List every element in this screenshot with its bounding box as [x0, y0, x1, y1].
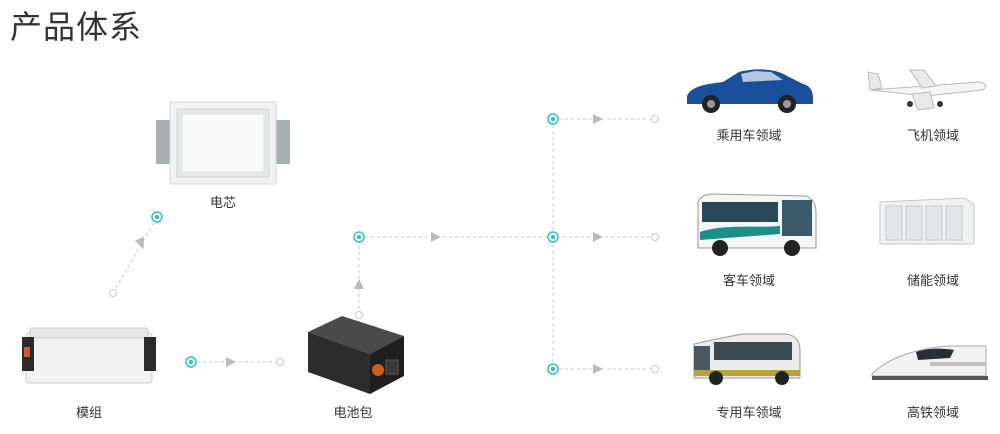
accent-node-dot	[547, 113, 559, 125]
accent-node-dot	[185, 356, 197, 368]
endpoint-dot	[355, 311, 363, 319]
field-high-speed-rail-label: 高铁领域	[906, 406, 959, 421]
endpoint-dot	[651, 365, 659, 373]
field-passenger-car-label: 乘用车领域	[716, 129, 782, 144]
arrow-up-right-icon	[134, 236, 144, 250]
node-pack-label: 电池包	[333, 406, 373, 421]
accent-node-dot	[353, 231, 365, 243]
passenger-car-image	[687, 69, 813, 113]
arrow-right-icon	[431, 232, 441, 242]
endpoint-dot	[651, 115, 659, 123]
connector-module-to-cell	[112, 216, 158, 294]
arrow-right-icon	[226, 357, 236, 367]
node-module-label: 模组	[75, 406, 102, 421]
endpoint-dot	[276, 358, 284, 366]
field-energy-storage-label: 储能领域	[906, 274, 959, 289]
page-title: 产品体系	[10, 8, 143, 46]
battery-cell-image	[156, 101, 290, 185]
endpoint-dot	[109, 289, 117, 297]
high-speed-rail-image	[871, 345, 988, 380]
arrow-up-icon	[354, 279, 364, 289]
accent-node-dot	[151, 211, 163, 223]
arrow-right-icon	[593, 114, 603, 124]
battery-pack-image	[308, 316, 404, 394]
arrow-right-icon	[593, 232, 603, 242]
field-special-vehicle-label: 专用车领域	[716, 406, 782, 421]
special-vehicle-image	[693, 333, 801, 385]
battery-module-image	[22, 327, 156, 384]
endpoint-dot	[651, 233, 659, 241]
arrow-right-icon	[593, 364, 603, 374]
aircraft-image	[867, 69, 986, 111]
bus-image	[697, 193, 817, 256]
field-bus-label: 客车领域	[722, 274, 775, 289]
accent-node-dot	[547, 363, 559, 375]
energy-storage-image	[879, 197, 975, 245]
accent-node-dot	[547, 231, 559, 243]
node-cell-label: 电芯	[209, 196, 236, 211]
field-aircraft-label: 飞机领域	[906, 129, 959, 144]
